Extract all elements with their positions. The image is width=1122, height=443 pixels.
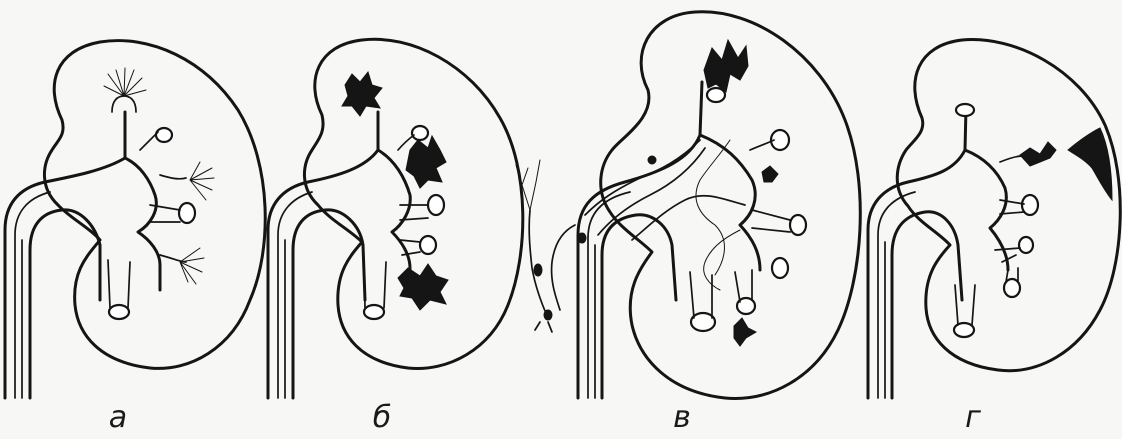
panel-v-drawing: [516, 12, 860, 399]
calyx-lower-a: [109, 305, 129, 319]
calyx-mid-a: [179, 203, 195, 223]
panel-a-drawing: [5, 41, 265, 398]
papillary-necrosis-masses: [342, 72, 448, 310]
panel-label-b: б: [362, 403, 402, 433]
calyx-upper-a: [156, 128, 172, 142]
kidney-outline-g: [897, 40, 1120, 371]
panel-b-drawing: [268, 39, 523, 398]
panel-label-g: г: [953, 403, 993, 433]
panel-label-v: в: [662, 403, 702, 433]
panel-g-drawing: [868, 40, 1120, 398]
papillary-rays-a: [104, 68, 214, 284]
ureter-inner-a: [30, 210, 100, 398]
kidney-outline-b: [304, 39, 522, 368]
calyx-lower-b: [364, 305, 384, 319]
panel-label-a: а: [98, 403, 138, 433]
cortical-infarct-g: [1000, 128, 1112, 200]
